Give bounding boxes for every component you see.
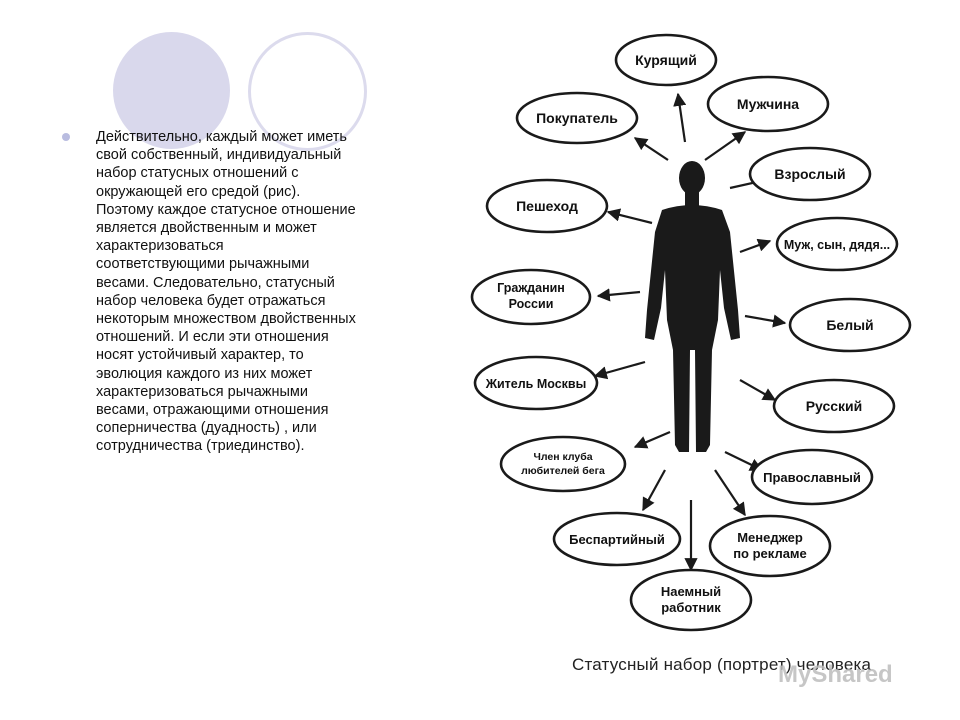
status-label-husband: Муж, сын, дядя... [784, 238, 890, 252]
status-label-white: Белый [826, 317, 873, 333]
arrow-to-man [704, 131, 747, 161]
diagram-caption: Статусный набор (портрет) человека [572, 655, 872, 674]
bullet-dot-icon [62, 133, 70, 141]
status-node-pedestrian [485, 178, 609, 234]
status-node-husband [775, 216, 899, 272]
status-label-employee-line2: работник [661, 600, 721, 615]
arrow-to-moscow [593, 360, 646, 380]
arrow-to-husband [739, 238, 772, 254]
arrow-to-smoker [673, 92, 687, 143]
arrow-to-russian [739, 379, 777, 401]
status-node-orthodox [750, 448, 874, 506]
status-label-club-line2: любителей бега [521, 465, 605, 477]
arrow-to-manager [714, 469, 746, 517]
status-label-buyer: Покупатель [536, 110, 618, 126]
status-node-white [788, 297, 912, 353]
status-label-citizen-line2: России [509, 297, 554, 311]
arrow-to-club [633, 430, 671, 449]
arrow-to-buyer [633, 137, 669, 161]
status-node-nonparty [552, 511, 682, 567]
status-node-buyer [515, 91, 639, 145]
person-silhouette-icon [645, 161, 740, 452]
arrow-to-nonparty [642, 469, 666, 512]
status-label-smoker: Курящий [635, 52, 697, 68]
status-label-manager-line1: Менеджер [737, 530, 803, 545]
status-label-nonparty: Беспартийный [569, 532, 665, 547]
watermark-logo: MyShared [778, 661, 893, 688]
status-node-adult [748, 146, 872, 202]
status-label-manager-line2: по рекламе [733, 546, 807, 561]
status-label-adult: Взрослый [774, 166, 845, 182]
status-label-citizen-line1: Гражданин [497, 281, 565, 295]
status-label-moscow: Житель Москвы [485, 377, 587, 391]
status-node-russian [772, 378, 896, 434]
status-node-man [706, 75, 830, 133]
status-label-russian: Русский [806, 398, 863, 414]
status-node-moscow [473, 355, 599, 411]
status-node-club [499, 435, 627, 493]
status-label-orthodox: Православный [763, 470, 861, 485]
status-set-diagram: Курящий Покупатель Мужчина Взрослый Пеше… [470, 33, 912, 632]
status-label-employee-line1: Наемный [661, 584, 721, 599]
decorative-filled-circle [113, 32, 230, 149]
status-label-pedestrian: Пешеход [516, 198, 578, 214]
status-node-employee [629, 568, 753, 632]
status-label-club-line1: Член клуба [533, 451, 592, 463]
paragraph-text: Действительно, каждый может иметь свой с… [96, 129, 356, 455]
status-node-manager [708, 514, 832, 578]
status-node-smoker [614, 33, 718, 87]
arrow-to-citizen [596, 288, 641, 302]
status-node-citizen [470, 268, 592, 326]
arrow-to-pedestrian [606, 208, 653, 225]
decorative-ring-circle [248, 32, 367, 151]
status-label-man: Мужчина [737, 96, 799, 112]
arrow-to-white [744, 314, 787, 328]
